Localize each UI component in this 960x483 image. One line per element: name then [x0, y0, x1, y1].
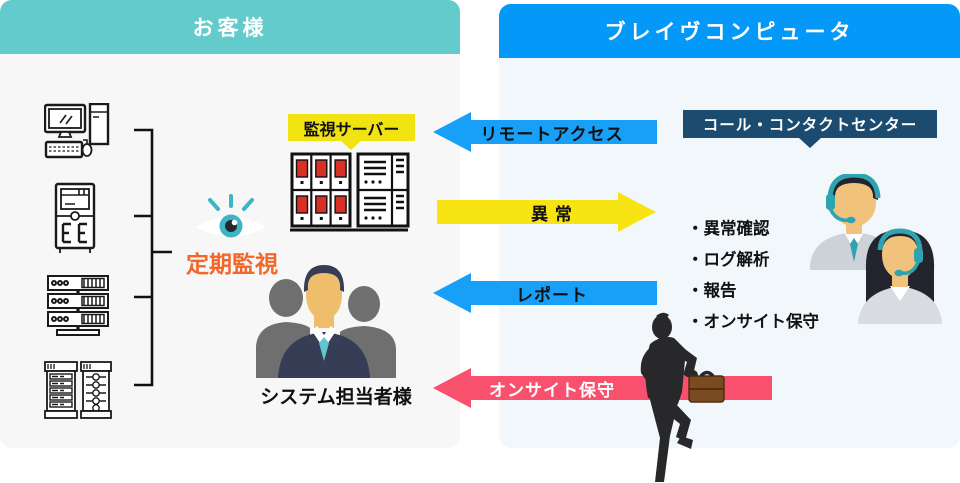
- service-item: ・オンサイト保守: [687, 313, 819, 331]
- report-arrow-head: [433, 273, 471, 313]
- abnormal-arrow: [437, 200, 618, 224]
- system-manager-illustration: [256, 265, 396, 378]
- service-item: ・ログ解析: [687, 251, 770, 269]
- company-panel-title: ブレイヴコンピュータ: [604, 21, 855, 44]
- monitoring-server-icon: [290, 152, 410, 232]
- company-panel: ブレイヴコンピュータ: [499, 4, 960, 448]
- remote-access-arrow: [470, 120, 657, 144]
- service-item: ・報告: [687, 282, 737, 300]
- onsite-arrow-text: オンサイト保守: [489, 380, 615, 400]
- company-panel-header: ブレイヴコンピュータ: [499, 4, 960, 58]
- bracket-connector-line: [134, 128, 172, 387]
- server-cabinet-icon: [44, 361, 112, 419]
- service-item: ・異常確認: [687, 220, 770, 238]
- abnormal-arrow-text: 異 常: [531, 204, 573, 224]
- onsite-arrow-head: [433, 368, 471, 408]
- call-center-operators-illustration: [810, 174, 942, 324]
- report-arrow: [470, 281, 657, 305]
- service-list: ・異常確認 ・ログ解析 ・報告 ・オンサイト保守: [687, 215, 819, 332]
- contact-center-label-pointer: [799, 138, 821, 148]
- onsite-arrow-label: オンサイト保守: [452, 376, 652, 400]
- remote-access-arrow-head: [433, 112, 471, 152]
- monitoring-server-label-pointer: [341, 141, 361, 150]
- eye-icon: [196, 194, 266, 238]
- remote-access-arrow-text: リモートアクセス: [480, 124, 624, 144]
- tower-server-icon: [54, 182, 96, 253]
- report-arrow-text: レポート: [516, 285, 588, 305]
- monitoring-server-label-text: 監視サーバー: [303, 121, 400, 139]
- customer-panel-header: お客様: [0, 0, 460, 54]
- customer-panel-title: お客様: [192, 17, 268, 40]
- periodic-monitoring-label: 定期監視: [186, 251, 278, 277]
- system-manager-caption: システム担当者様: [260, 387, 412, 408]
- report-arrow-label: レポート: [452, 281, 652, 305]
- abnormal-arrow-head: [618, 192, 656, 232]
- desktop-pc-icon: [44, 103, 110, 159]
- abnormal-arrow-label: 異 常: [452, 200, 652, 224]
- monitoring-server-label: 監視サーバー: [288, 114, 415, 141]
- rack-server-icon: [47, 275, 109, 336]
- businessman-silhouette: [640, 312, 725, 482]
- contact-center-label: コール・コンタクトセンター: [683, 110, 937, 138]
- remote-access-arrow-label: リモートアクセス: [452, 120, 652, 144]
- contact-center-label-text: コール・コンタクトセンター: [702, 117, 918, 134]
